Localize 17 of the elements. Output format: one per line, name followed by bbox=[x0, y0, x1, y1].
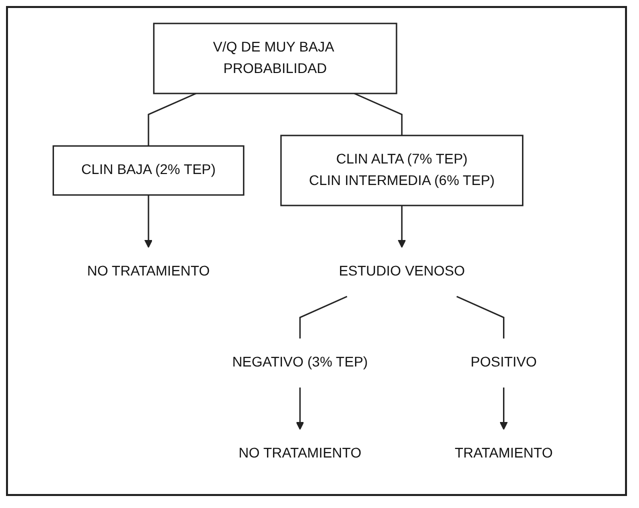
arrow bbox=[499, 388, 508, 430]
connector bbox=[456, 296, 504, 338]
arrow bbox=[397, 206, 406, 248]
arrow bbox=[144, 195, 152, 248]
node-text: NO TRATAMIENTO bbox=[86, 263, 210, 280]
node-text: NEGATIVO (3% TEP) bbox=[232, 354, 368, 370]
arrow bbox=[295, 388, 304, 430]
node-box: V/Q DE MUY BAJA PROBABILIDAD bbox=[152, 22, 397, 94]
connector bbox=[147, 92, 196, 146]
node-text: TRATAMIENTO bbox=[454, 445, 552, 462]
node-text: POSITIVO bbox=[470, 354, 536, 370]
node-text: ESTUDIO VENOSO bbox=[338, 263, 464, 280]
node-text: NO TRATAMIENTO bbox=[238, 445, 361, 462]
node-box: CLIN ALTA (7% TEP) CLIN INTERMEDIA (6% TEP) bbox=[280, 134, 523, 206]
connector bbox=[354, 92, 402, 136]
node-box: CLIN BAJA (2% TEP) bbox=[52, 145, 244, 196]
connector bbox=[298, 296, 347, 338]
